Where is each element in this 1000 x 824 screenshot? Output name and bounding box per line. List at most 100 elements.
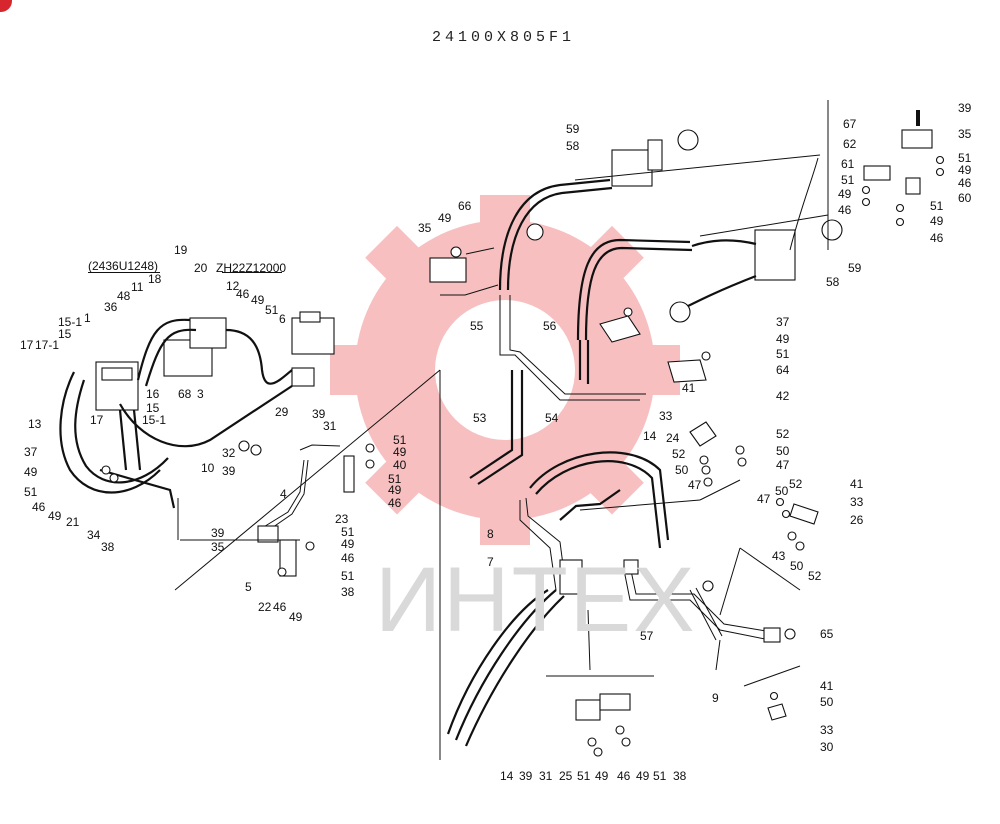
part-callout: 15	[58, 327, 72, 341]
part-callout: 47	[757, 492, 771, 506]
part-callout: 52	[789, 477, 803, 491]
part-callout: 51	[393, 433, 407, 447]
part-callout: 55	[470, 319, 484, 333]
part-callout: 37	[776, 315, 790, 329]
part-callout: 50	[776, 444, 790, 458]
part-callout: 46	[32, 500, 46, 514]
part-callout: 31	[323, 419, 337, 433]
part-callout: 35	[211, 540, 225, 554]
part-callout: 47	[776, 458, 790, 472]
part-callout: 31	[539, 769, 553, 783]
part-callout: 49	[438, 211, 452, 225]
part-callout: 35	[418, 221, 432, 235]
part-callout: 46	[388, 496, 402, 510]
part-callout: 51	[653, 769, 667, 783]
part-callout: 33	[820, 723, 834, 737]
part-callout: 38	[101, 540, 115, 554]
part-callout: 49	[341, 537, 355, 551]
part-callout: 50	[775, 484, 789, 498]
part-callout: 49	[24, 465, 38, 479]
watermark-text: ИНТЕХ	[375, 549, 697, 651]
part-callout: 34	[87, 528, 101, 542]
part-callout: 52	[808, 569, 822, 583]
part-callout: 19	[174, 243, 188, 257]
part-callout: 15-1	[142, 413, 166, 427]
part-callout: 68	[178, 387, 192, 401]
part-callout: 14	[500, 769, 514, 783]
part-callout: 37	[24, 445, 38, 459]
part-callout: 16	[146, 387, 160, 401]
part-callout: 43	[772, 549, 786, 563]
part-callout: 3	[197, 387, 204, 401]
part-callout: 62	[843, 137, 857, 151]
part-callout: 35	[958, 127, 972, 141]
part-callout: 30	[820, 740, 834, 754]
part-callout: 49	[251, 293, 265, 307]
part-callout: 52	[776, 427, 790, 441]
part-callout: 33	[850, 495, 864, 509]
sub-assembly-ref-1: (2436U1248)	[88, 259, 158, 273]
part-callout: 17-1	[35, 338, 59, 352]
part-callout: 51	[388, 472, 402, 486]
right-bracket-assembly	[689, 110, 945, 721]
part-callout: 46	[930, 231, 944, 245]
part-callout: 39	[222, 464, 236, 478]
part-callout: 6	[279, 312, 286, 326]
part-callout: 50	[790, 559, 804, 573]
part-callout: 18	[148, 272, 162, 286]
part-callout: 7	[487, 555, 494, 569]
part-callout: 49	[393, 445, 407, 459]
part-callout: 23	[335, 512, 349, 526]
part-callout: 51	[841, 173, 855, 187]
part-callout: 49	[636, 769, 650, 783]
part-callout: 22	[258, 600, 272, 614]
part-callout: 33	[659, 409, 673, 423]
part-callout: 17	[90, 413, 104, 427]
sub-assembly-ref-2: ZH22Z12000	[216, 261, 286, 275]
part-callout: 39	[519, 769, 533, 783]
part-callout: 51	[341, 569, 355, 583]
part-callout: 39	[958, 101, 972, 115]
part-callout: 66	[458, 199, 472, 213]
part-callout: 39	[211, 526, 225, 540]
part-callout: 10	[201, 461, 215, 475]
center-hose-assembly	[429, 100, 843, 485]
part-callout: 32	[222, 446, 236, 460]
left-valve-assembly	[59, 272, 441, 591]
part-callout: 51	[577, 769, 591, 783]
part-callout: 65	[820, 627, 834, 641]
part-callout: 41	[850, 477, 864, 491]
part-callout: 56	[543, 319, 557, 333]
part-callout: 46	[958, 176, 972, 190]
part-callout: 8	[487, 527, 494, 541]
part-callout: 46	[273, 600, 287, 614]
part-callout: 11	[131, 280, 144, 294]
part-callout: 20	[194, 261, 208, 275]
part-callout: 48	[117, 289, 131, 303]
part-callout: 40	[393, 458, 407, 472]
part-callout: 49	[289, 610, 303, 624]
part-callout: 49	[388, 483, 402, 497]
part-callout: 51	[776, 347, 790, 361]
part-callout: 17	[20, 338, 34, 352]
part-callout: 5	[245, 580, 252, 594]
part-callout: 51	[265, 303, 279, 317]
part-callout: 51	[341, 525, 355, 539]
part-callout: 39	[312, 407, 326, 421]
part-callout: 46	[838, 203, 852, 217]
part-callout: 41	[820, 679, 834, 693]
part-callout: 41	[682, 381, 696, 395]
part-callout: 67	[843, 117, 857, 131]
part-callout: 46	[341, 551, 355, 565]
part-callout: 51	[958, 151, 972, 165]
part-callout: 53	[473, 411, 487, 425]
part-callout: 64	[776, 363, 790, 377]
part-callout: 54	[545, 411, 559, 425]
part-callout: 52	[672, 447, 686, 461]
part-callout: 15-1	[58, 315, 82, 329]
part-callout: 50	[820, 695, 834, 709]
part-callout: 50	[675, 463, 689, 477]
part-callout: 49	[595, 769, 609, 783]
